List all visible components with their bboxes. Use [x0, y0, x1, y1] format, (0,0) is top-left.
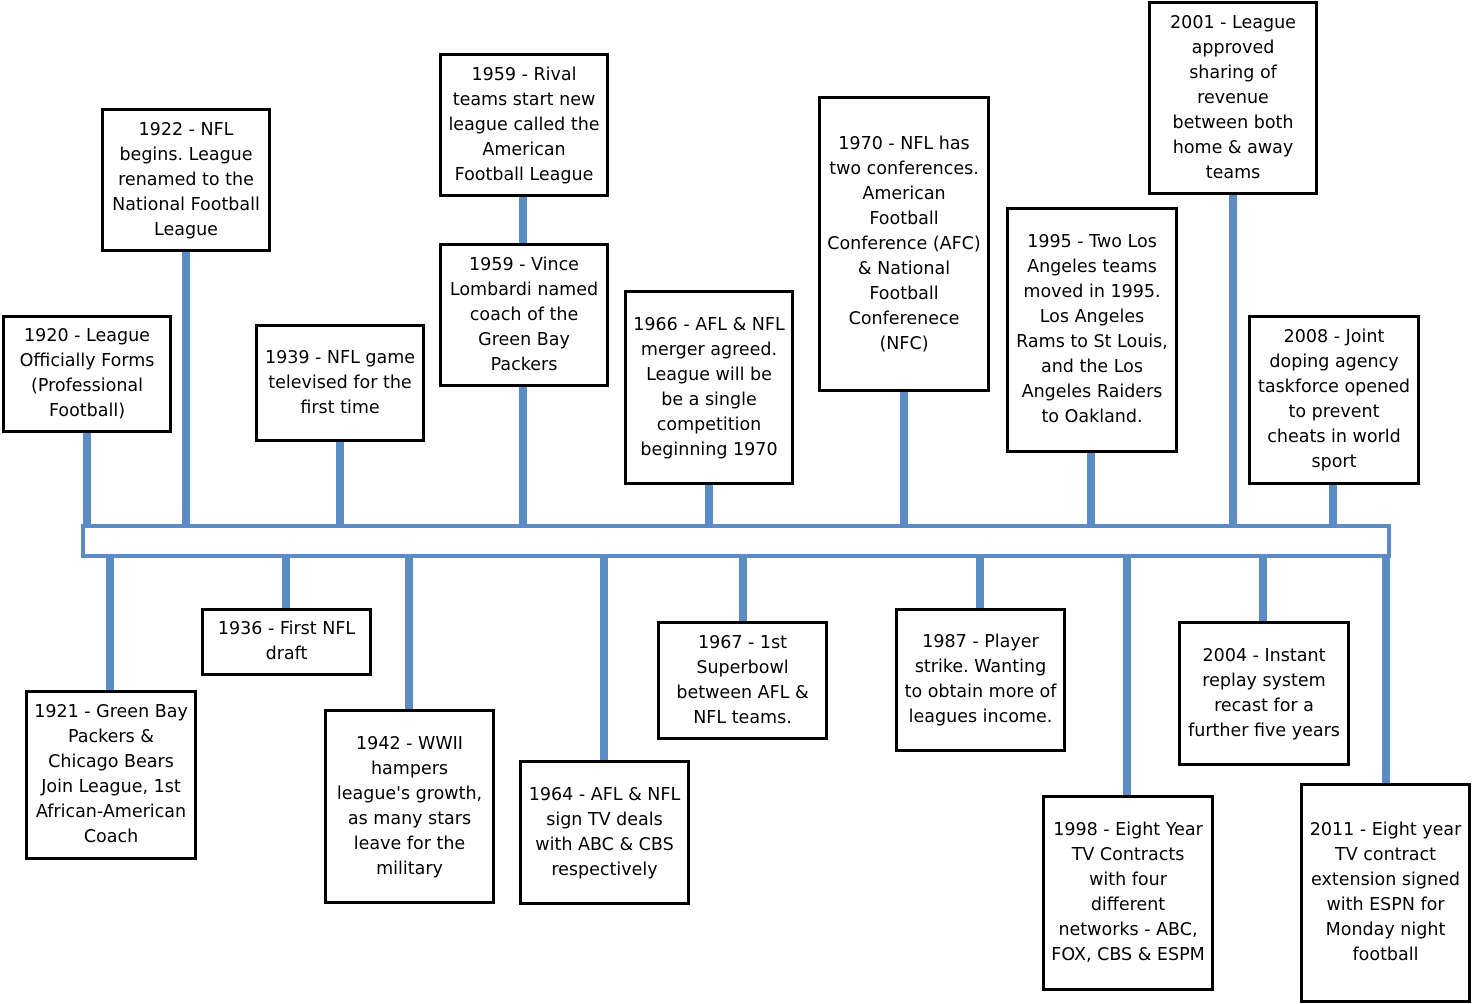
connector-2008 — [1329, 483, 1337, 524]
connector-1936 — [282, 554, 290, 610]
timeline-axis — [81, 524, 1391, 558]
event-1939: 1939 - NFL game televised for the first … — [255, 324, 425, 442]
connector-2004 — [1259, 554, 1267, 623]
connector-1967 — [739, 554, 747, 623]
event-1987: 1987 - Player strike. Wanting to obtain … — [895, 608, 1066, 752]
event-1922: 1922 - NFL begins. League renamed to the… — [101, 108, 271, 252]
event-1967: 1967 - 1st Superbowl between AFL & NFL t… — [657, 621, 828, 740]
event-1995: 1995 - Two Los Angeles teams moved in 19… — [1006, 207, 1178, 453]
connector-1970 — [900, 390, 908, 524]
connector-1921 — [106, 554, 114, 692]
event-1942: 1942 - WWII hampers league's growth, as … — [324, 709, 495, 904]
event-2004: 2004 - Instant replay system recast for … — [1178, 621, 1350, 766]
event-2008: 2008 - Joint doping agency taskforce ope… — [1248, 315, 1420, 485]
event-1959-afl: 1959 - Rival teams start new league call… — [439, 53, 609, 197]
connector-1959-lombardi — [519, 385, 527, 524]
event-1964: 1964 - AFL & NFL sign TV deals with ABC … — [519, 760, 690, 905]
connector-1966 — [705, 483, 713, 524]
connector-1987 — [976, 554, 984, 610]
event-1920: 1920 - League Officially Forms (Professi… — [2, 315, 172, 433]
connector-1939 — [336, 440, 344, 524]
event-2001: 2001 - League approved sharing of revenu… — [1148, 1, 1318, 195]
connector-2011 — [1382, 554, 1390, 785]
connector-1920 — [83, 431, 91, 524]
event-1998: 1998 - Eight Year TV Contracts with four… — [1042, 795, 1214, 991]
event-1959-lombardi: 1959 - Vince Lombardi named coach of the… — [439, 243, 609, 387]
connector-1922 — [182, 250, 190, 524]
connector-1998 — [1123, 554, 1131, 797]
connector-1959-afl — [519, 195, 527, 245]
connector-1995 — [1087, 451, 1095, 524]
event-2011: 2011 - Eight year TV contract extension … — [1300, 783, 1471, 1003]
event-1921: 1921 - Green Bay Packers & Chicago Bears… — [25, 690, 197, 860]
connector-1942 — [405, 554, 413, 711]
event-1970: 1970 - NFL has two conferences. American… — [818, 96, 990, 392]
event-1936: 1936 - First NFL draft — [201, 608, 372, 676]
connector-2001 — [1229, 193, 1237, 524]
connector-1964 — [600, 554, 608, 762]
event-1966: 1966 - AFL & NFL merger agreed. League w… — [624, 290, 794, 485]
